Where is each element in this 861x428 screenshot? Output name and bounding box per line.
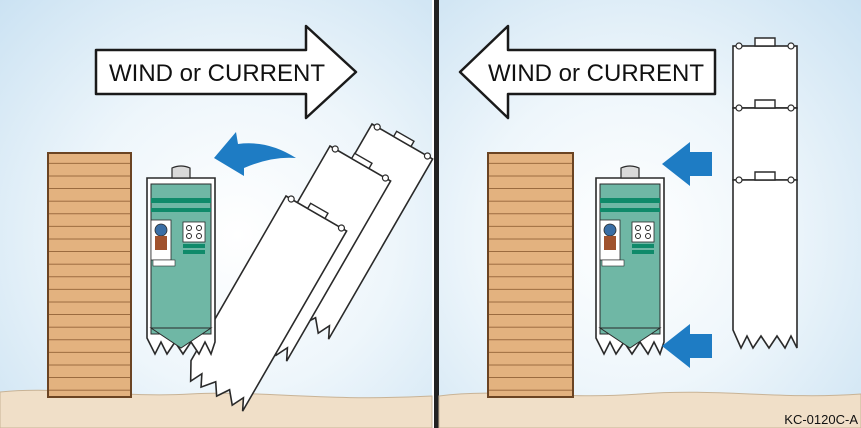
wind-label-right: WIND or CURRENT	[488, 60, 704, 87]
pontoon-boat-left	[147, 178, 215, 354]
wind-label-left: WIND or CURRENT	[109, 60, 325, 87]
console-icon	[621, 166, 639, 178]
figure-id: KC-0120C-A	[784, 412, 858, 427]
right-panel: WIND or CURRENT KC-0120C-A	[439, 0, 861, 428]
console-icon	[172, 166, 190, 178]
ghost-boats-stack	[733, 38, 797, 348]
dock-left	[48, 153, 131, 397]
dock-right	[488, 153, 573, 397]
pontoon-boat-right	[596, 178, 664, 354]
left-panel: WIND or CURRENT	[0, 0, 436, 428]
panel-divider	[434, 0, 439, 428]
